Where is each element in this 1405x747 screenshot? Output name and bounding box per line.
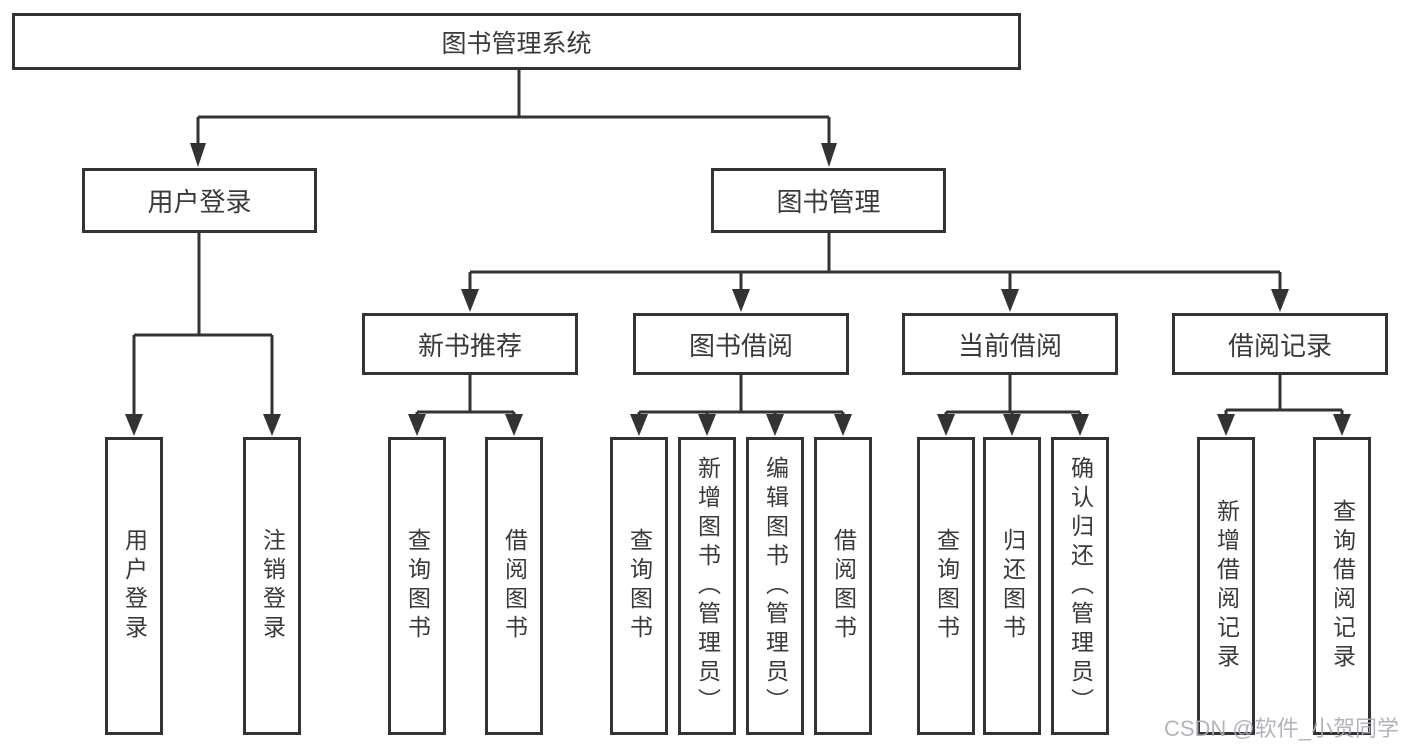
node-borrowing-records-label: 借阅记录 (1227, 330, 1332, 361)
leaf-add-books-admin: 新增图书（管理员） (678, 437, 736, 735)
leaf-add-books-admin-label: 新增图书（管理员） (694, 455, 721, 717)
node-current-borrowing-label: 当前借阅 (957, 330, 1062, 361)
leaf-edit-books-admin-label: 编辑图书（管理员） (762, 455, 789, 717)
leaf-user-login-label: 用户登录 (121, 528, 148, 644)
node-book-borrowing: 图书借阅 (633, 313, 849, 375)
leaf-query-books-borrowing-label: 查询图书 (626, 528, 653, 644)
node-book-management: 图书管理 (711, 168, 946, 233)
node-book-management-label: 图书管理 (776, 187, 881, 217)
leaf-borrow-books-borrowing-label: 借阅图书 (830, 528, 857, 644)
leaf-query-books-recommend-label: 查询图书 (404, 528, 431, 644)
leaf-query-books-current: 查询图书 (917, 437, 975, 735)
leaf-logout: 注销登录 (243, 437, 301, 735)
node-new-book-recommend-label: 新书推荐 (417, 330, 522, 361)
node-current-borrowing: 当前借阅 (902, 313, 1118, 375)
leaf-add-borrow-record: 新增借阅记录 (1197, 437, 1255, 735)
node-book-borrowing-label: 图书借阅 (688, 330, 793, 361)
leaf-borrow-books-borrowing: 借阅图书 (814, 437, 872, 735)
leaf-confirm-return-admin: 确认归还（管理员） (1051, 437, 1109, 735)
leaf-borrow-books-recommend-label: 借阅图书 (501, 528, 528, 644)
leaf-return-books-label: 归还图书 (999, 528, 1026, 644)
leaf-query-borrow-record-label: 查询借阅记录 (1329, 499, 1356, 673)
node-borrowing-records: 借阅记录 (1172, 313, 1388, 375)
node-user-login: 用户登录 (82, 168, 317, 233)
leaf-add-borrow-record-label: 新增借阅记录 (1213, 499, 1240, 673)
leaf-edit-books-admin: 编辑图书（管理员） (746, 437, 804, 735)
leaf-query-borrow-record: 查询借阅记录 (1313, 437, 1371, 735)
leaf-query-books-recommend: 查询图书 (388, 437, 446, 735)
leaf-query-books-current-label: 查询图书 (933, 528, 960, 644)
node-library-system: 图书管理系统 (12, 13, 1021, 70)
leaf-logout-label: 注销登录 (259, 528, 286, 644)
node-library-system-label: 图书管理系统 (441, 29, 592, 58)
node-new-book-recommend: 新书推荐 (362, 313, 578, 375)
leaf-borrow-books-recommend: 借阅图书 (485, 437, 543, 735)
leaf-return-books: 归还图书 (983, 437, 1041, 735)
leaf-query-books-borrowing: 查询图书 (610, 437, 668, 735)
leaf-user-login: 用户登录 (105, 437, 163, 735)
csdn-watermark: CSDN @软件_小贺同学 (1163, 716, 1399, 741)
node-user-login-label: 用户登录 (147, 187, 252, 217)
leaf-confirm-return-admin-label: 确认归还（管理员） (1067, 455, 1094, 717)
